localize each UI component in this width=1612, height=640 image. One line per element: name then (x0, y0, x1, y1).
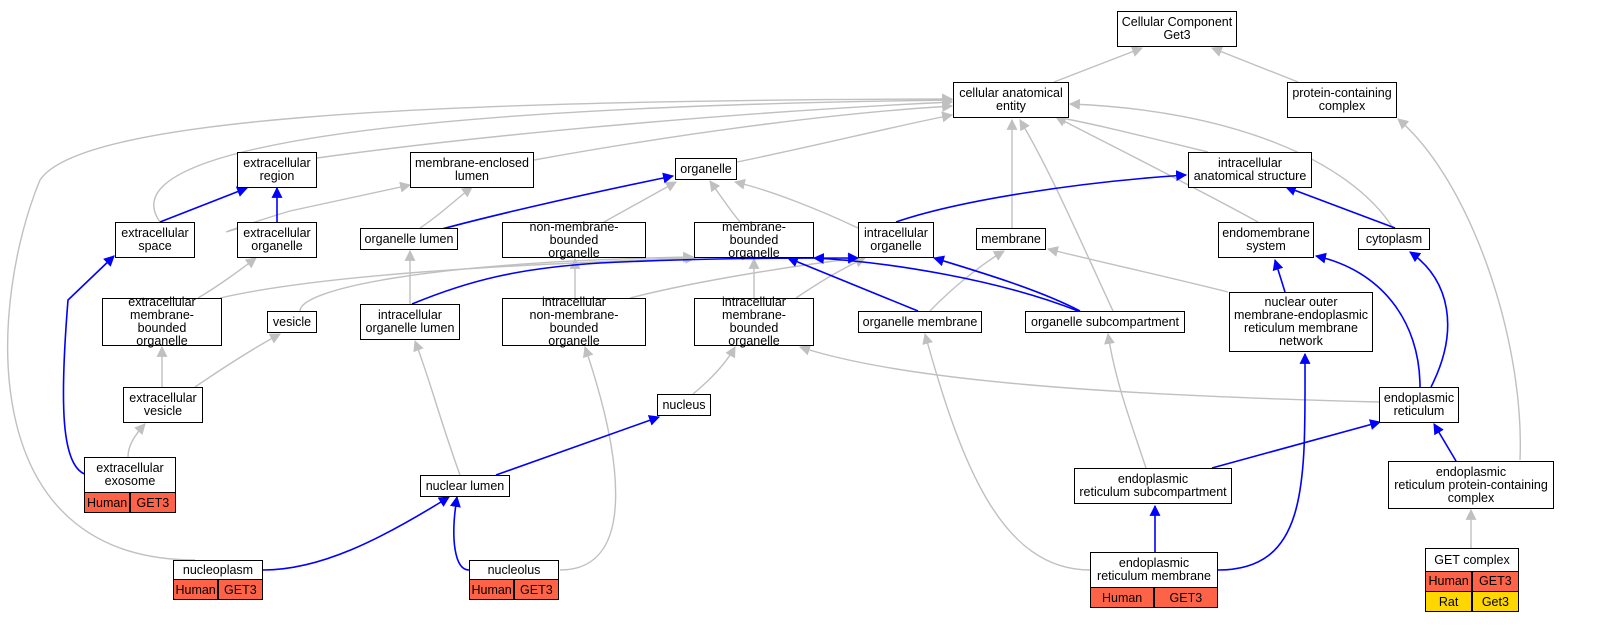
node-cytoplasm[interactable]: cytoplasm (1358, 228, 1430, 250)
part-of-edge (62, 255, 115, 476)
node-nucleolus[interactable]: nucleolus (469, 560, 559, 580)
is-a-edge (736, 111, 954, 163)
node-mel[interactable]: membrane-enclosed lumen (410, 152, 534, 188)
is-a-edge (6, 93, 954, 561)
node-nmbo[interactable]: non-membrane-bounded organelle (502, 220, 646, 259)
node-nuc-lumen[interactable]: nuclear lumen (420, 475, 510, 497)
node-ext-region[interactable]: extracellular region (237, 152, 317, 188)
part-of-edge (262, 496, 450, 571)
part-of-edge (932, 255, 1081, 312)
node-mbo[interactable]: membrane-bounded organelle (694, 220, 814, 259)
species-cell: Rat (1426, 592, 1472, 611)
is-a-edge (413, 339, 461, 476)
node-er-pcc[interactable]: endoplasmic reticulum protein-containing… (1388, 461, 1554, 509)
node-cc-get3[interactable]: Cellular Component Get3 (1117, 11, 1237, 47)
node-ext-vesicle[interactable]: extracellular vesicle (123, 387, 203, 423)
is-a-edge (194, 333, 281, 388)
node-pcc[interactable]: protein-containing complex (1287, 82, 1397, 118)
part-of-edge (895, 170, 1188, 223)
is-a-edge (153, 94, 954, 223)
node-vesicle[interactable]: vesicle (267, 311, 317, 333)
node-inmbo[interactable]: intracellular non-membrane-bounded organ… (502, 296, 646, 348)
gene-cell: GET3 (514, 580, 558, 599)
is-a-edge (692, 346, 736, 395)
is-a-edge (533, 101, 954, 161)
node-get-complex[interactable]: GET complex (1425, 548, 1519, 572)
node-org-mem[interactable]: organelle membrane (858, 311, 982, 333)
node-membrane[interactable]: membrane (976, 228, 1046, 250)
gene-cell: GET3 (218, 580, 262, 599)
node-org-sub[interactable]: organelle subcompartment (1025, 311, 1185, 333)
node-er-mem[interactable]: endoplasmic reticulum membrane (1090, 552, 1218, 588)
node-er[interactable]: endoplasmic reticulum (1379, 387, 1459, 423)
node-er-sub[interactable]: endoplasmic reticulum subcompartment (1074, 468, 1232, 504)
part-of-edge (495, 415, 661, 476)
node-ext-space[interactable]: extracellular space (115, 222, 195, 258)
node-endomem[interactable]: endomembrane system (1218, 222, 1314, 258)
node-nuc-outer[interactable]: nuclear outer membrane-endoplasmic retic… (1229, 292, 1373, 352)
is-a-edge (1046, 246, 1229, 293)
gene-cell: Get3 (1472, 592, 1518, 611)
part-of-edge (786, 256, 919, 312)
is-a-edge (219, 252, 697, 299)
is-a-edge (316, 96, 954, 159)
node-ias[interactable]: intracellular anatomical structure (1188, 152, 1312, 188)
node-cae[interactable]: cellular anatomical entity (953, 82, 1069, 118)
part-of-edge (449, 495, 470, 571)
is-a-edge (733, 178, 859, 229)
is-a-edge (1019, 119, 1114, 312)
is-a-edge (1210, 46, 1299, 83)
part-of-edge (1211, 419, 1382, 469)
species-cell: Human (85, 493, 130, 512)
is-a-edge (559, 345, 617, 571)
species-cell: Human (1091, 588, 1154, 607)
part-of-edge (1409, 251, 1449, 388)
is-a-edge (419, 186, 473, 229)
is-a-edge (798, 344, 1380, 403)
is-a-edge (1055, 116, 1259, 223)
species-cell: Human (174, 580, 218, 599)
is-a-edge (1068, 98, 1394, 229)
part-of-edge (812, 253, 1079, 312)
gene-cell: GET3 (1472, 572, 1518, 591)
part-of-edge (1284, 185, 1396, 229)
node-ext-mbo[interactable]: extracellular membrane-bounded organelle (102, 296, 222, 348)
is-a-edge (127, 423, 146, 458)
part-of-edge (1272, 258, 1286, 293)
is-a-edge (795, 257, 866, 299)
is-a-edge (603, 181, 677, 223)
is-a-edge (922, 332, 1091, 571)
is-a-edge (1054, 113, 1209, 153)
is-a-edge (1053, 46, 1144, 83)
part-of-edge (1217, 352, 1311, 571)
gene-cell: GET3 (1154, 588, 1217, 607)
node-nucleus[interactable]: nucleus (657, 394, 711, 416)
node-intra-org[interactable]: intracellular organelle (858, 222, 934, 258)
part-of-edge (1314, 252, 1421, 388)
part-of-edge (159, 186, 249, 223)
node-organelle[interactable]: organelle (675, 158, 737, 180)
node-ext-org[interactable]: extracellular organelle (237, 222, 317, 258)
node-iol[interactable]: intracellular organelle lumen (360, 304, 460, 340)
node-ext-exosome[interactable]: extracellular exosome (84, 457, 176, 493)
is-a-edge (1104, 332, 1147, 469)
is-a-edge (629, 253, 860, 299)
is-a-edge (709, 180, 741, 223)
node-imbo[interactable]: intracellular membrane-bounded organelle (694, 296, 814, 348)
gene-cell: GET3 (130, 493, 175, 512)
species-cell: Human (1426, 572, 1472, 591)
part-of-edge (1433, 423, 1457, 462)
is-a-edge (1397, 118, 1522, 461)
node-org-lumen[interactable]: organelle lumen (360, 228, 458, 250)
is-a-edge (299, 251, 695, 312)
node-nucleoplasm[interactable]: nucleoplasm (173, 560, 263, 580)
species-cell: Human (470, 580, 514, 599)
is-a-edge (197, 257, 257, 299)
